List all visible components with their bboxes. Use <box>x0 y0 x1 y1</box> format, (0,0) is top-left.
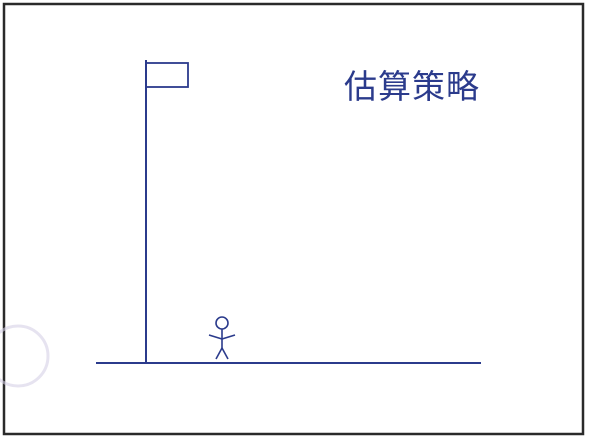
slide-title: 估算策略 <box>344 67 480 106</box>
flag <box>145 62 189 88</box>
stick-figure-person <box>208 316 236 360</box>
person-right-leg <box>221 347 229 360</box>
person-left-arm <box>208 334 223 340</box>
person-left-leg <box>215 347 223 360</box>
person-head <box>215 316 229 330</box>
person-right-arm <box>221 334 236 340</box>
